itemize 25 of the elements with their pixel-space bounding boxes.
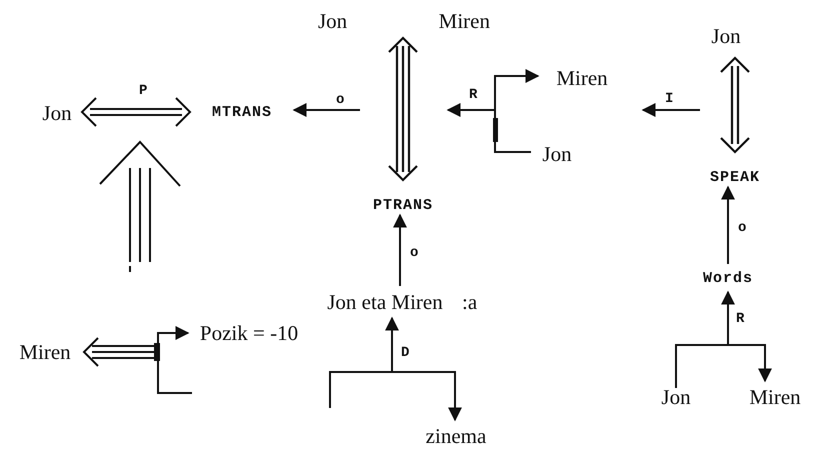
note-label: :a xyxy=(462,290,478,315)
concept-label: MTRANS xyxy=(192,99,292,125)
concept-label: Miren xyxy=(438,8,490,34)
concept-label: Words xyxy=(686,265,770,291)
concept-label: Jon xyxy=(318,8,348,34)
concept-label: Jon eta Miren xyxy=(312,287,458,317)
arrow xyxy=(157,326,192,394)
arrow xyxy=(675,344,772,388)
double-line-arrow xyxy=(80,97,192,127)
arrow xyxy=(292,103,360,117)
concept-label: Jon xyxy=(34,99,80,127)
concept-label: zinema xyxy=(410,421,502,450)
concept-label: Jon xyxy=(531,139,583,169)
arrow xyxy=(721,186,735,264)
concept-label: PTRANS xyxy=(372,197,434,214)
concept-label: Miren xyxy=(736,382,814,412)
arrow xyxy=(642,103,700,117)
concept-label: Miren xyxy=(8,337,82,367)
concept-label: Pozik = -10 xyxy=(190,319,308,347)
concept-label: Jon xyxy=(650,382,702,412)
concept-label: Miren xyxy=(540,63,624,93)
arrow xyxy=(393,214,407,286)
concept-label: SPEAK xyxy=(708,169,761,186)
concept-label: Jon xyxy=(700,21,752,51)
arrow xyxy=(329,371,462,422)
